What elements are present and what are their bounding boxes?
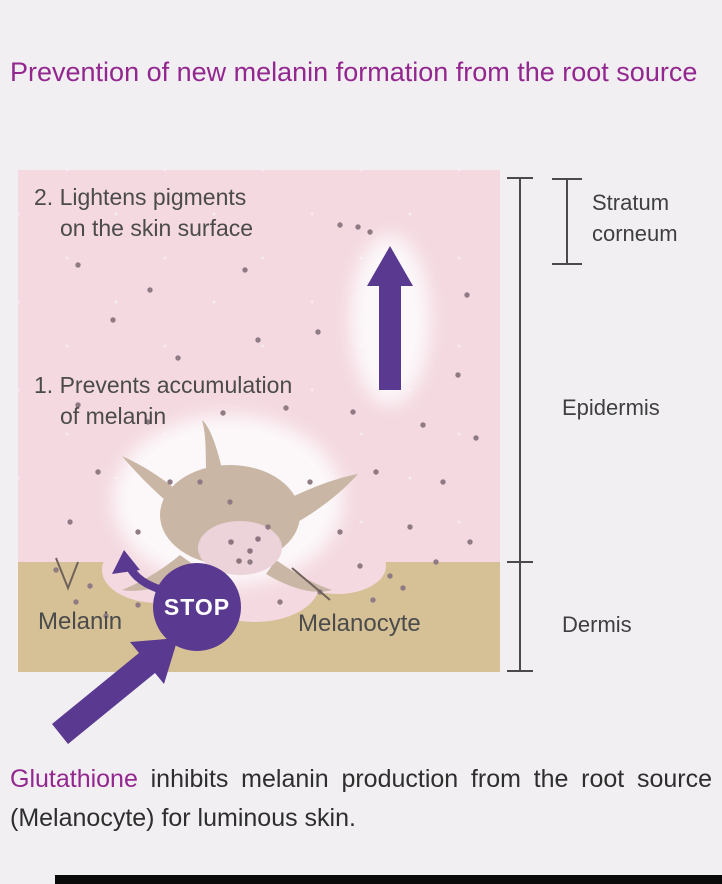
pigment-dots [53,222,479,619]
step1-line1: 1. Prevents accumulation [34,372,293,398]
melanin-pointer [55,557,79,591]
bracket-main-mid-cap [507,561,533,563]
melanin-label: Melanin [38,608,123,635]
step1-line2: of melanin [60,403,167,430]
caption: Glutathione inhibits melanin production … [10,760,712,838]
upward-arrow [367,246,413,390]
melanocyte-nucleus [198,521,282,575]
epidermis-label: Epidermis [562,395,660,420]
nucleus-dots [228,536,261,564]
dermis-label: Dermis [562,612,632,637]
glutathione-arrow [52,638,178,744]
step2-line1: 2. Lightens pigments [34,184,247,210]
step1-label: 1. Prevents accumulation of melanin [34,370,292,432]
melanocyte-label: Melanocyte [298,610,421,637]
bracket-main-top-cap [507,177,533,179]
bracket-stratum-bottom-cap [552,263,582,265]
bracket-main-line [519,178,521,671]
skin-diagram: 2. Lightens pigments on the skin surface… [18,170,500,672]
bracket-stratum-top-cap [552,178,582,180]
bottom-bar [55,875,722,884]
bracket-stratum-line [566,179,568,265]
diagram-artwork [53,222,479,622]
page-title: Prevention of new melanin formation from… [10,57,698,87]
step2-label: 2. Lightens pigments on the skin surface [34,182,253,244]
caption-highlight: Glutathione [10,765,138,793]
bracket-main-bottom-cap [507,670,533,672]
stratum-line1: Stratum [592,190,670,215]
stratum-line2: corneum [592,220,678,246]
melanocyte-pointer [291,567,331,601]
step2-line2: on the skin surface [60,215,254,242]
caption-rest: inhibits melanin production from the roo… [10,765,712,832]
stratum-corneum-label: Stratum corneum [592,188,678,250]
stop-badge: STOP [153,563,241,651]
